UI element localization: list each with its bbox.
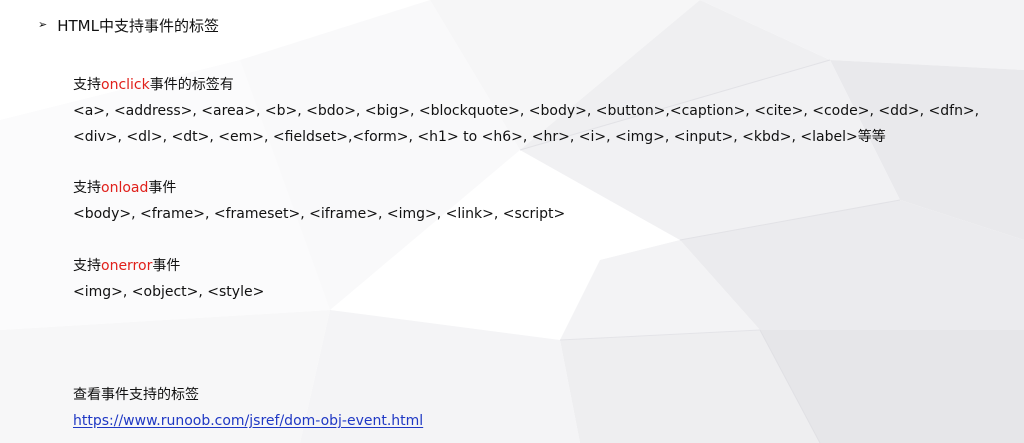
- onerror-tags-line: <img>, <object>, <style>: [73, 284, 265, 300]
- onload-tags-line: <body>, <frame>, <frameset>, <iframe>, <…: [73, 206, 566, 222]
- footer-label: 查看事件支持的标签: [73, 387, 199, 403]
- onclick-label: 支持onclick事件的标签有: [73, 77, 234, 93]
- onerror-label: 支持onerror事件: [73, 258, 181, 274]
- event-reference-link[interactable]: https://www.runoob.com/jsref/dom-obj-eve…: [73, 413, 424, 429]
- onload-event-name: onload: [101, 180, 149, 196]
- onload-label: 支持onload事件: [73, 180, 177, 196]
- onclick-event-name: onclick: [101, 77, 150, 93]
- arrow-bullet-icon: ➢: [38, 18, 48, 31]
- onclick-tags-line-1: <a>, <address>, <area>, <b>, <bdo>, <big…: [73, 103, 980, 119]
- onerror-event-name: onerror: [101, 258, 153, 274]
- heading-title: HTML中支持事件的标签: [57, 17, 219, 35]
- onclick-tags-line-2: <div>, <dl>, <dt>, <em>, <fieldset>,<for…: [73, 129, 886, 145]
- slide-heading: ➢ HTML中支持事件的标签: [38, 15, 219, 36]
